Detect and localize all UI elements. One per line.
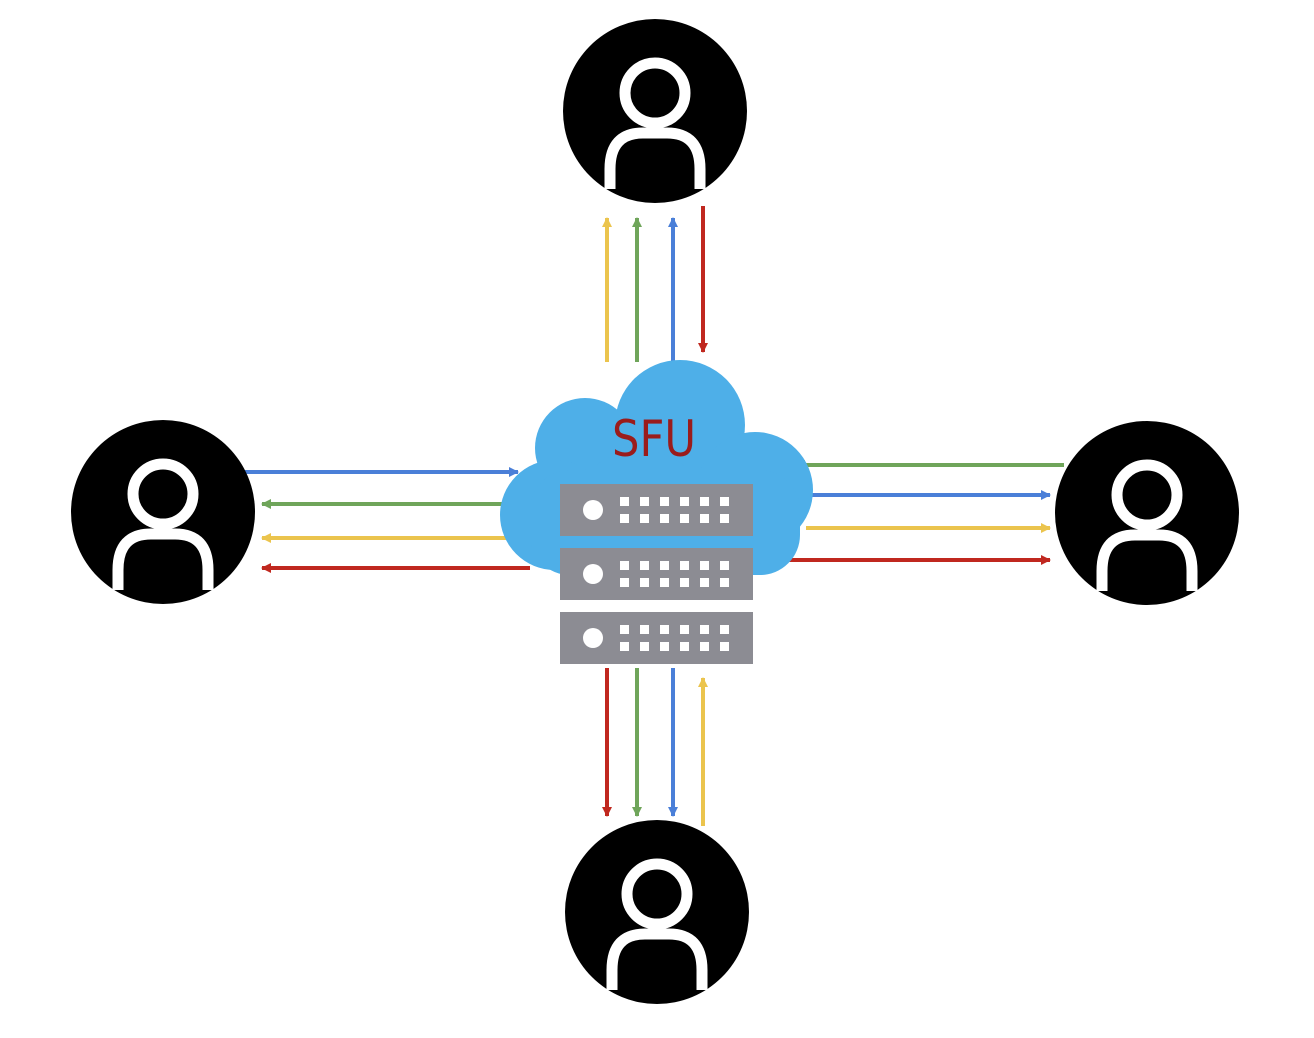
user-avatar-icon (565, 820, 749, 1004)
user-avatar-icon (1055, 421, 1239, 605)
right-user-arrows (784, 460, 1064, 565)
left-user-arrows (245, 467, 530, 573)
user-left (71, 420, 255, 604)
bottom-user-arrows (602, 668, 708, 826)
user-bottom (565, 820, 749, 1004)
server-rack-icon (560, 484, 753, 664)
server-unit (560, 548, 753, 600)
user-avatar-icon (71, 420, 255, 604)
user-top (563, 19, 747, 203)
server-unit (560, 612, 753, 664)
server-unit (560, 484, 753, 536)
server-label: SFU (612, 410, 696, 468)
user-avatar-icon (563, 19, 747, 203)
user-right (1055, 421, 1239, 605)
top-user-arrows (602, 206, 708, 362)
